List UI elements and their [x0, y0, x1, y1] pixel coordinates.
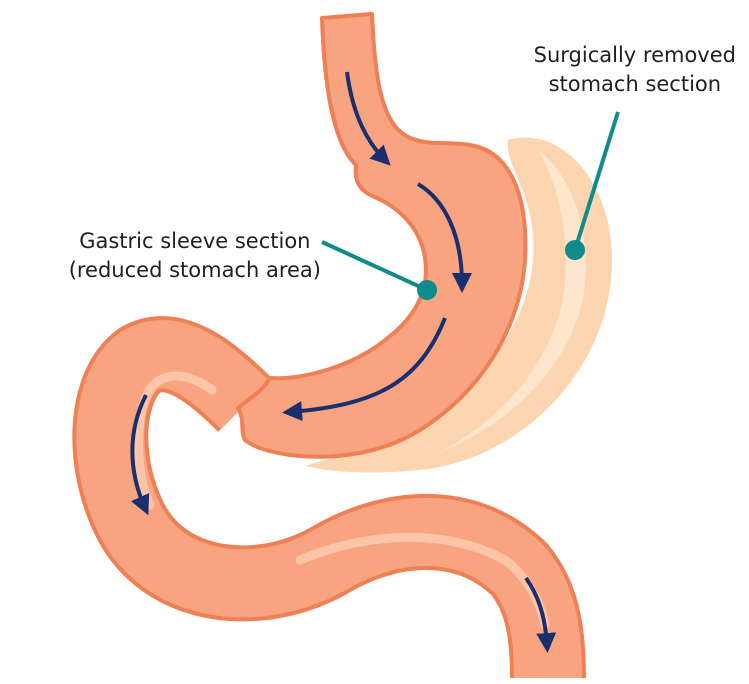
dot-marker-icon	[565, 240, 585, 260]
sleeve-section-label-line2: (reduced stomach area)	[69, 256, 321, 285]
dot-marker-icon	[417, 280, 437, 300]
sleeve-section-label-line1: Gastric sleeve section	[69, 227, 321, 256]
removed-section-label: Surgically removed stomach section	[534, 41, 736, 99]
remaining-stomach	[110, 14, 548, 678]
removed-section-label-line1: Surgically removed	[534, 41, 736, 70]
callout-line-sleeve	[322, 242, 427, 290]
removed-section-label-line2: stomach section	[534, 70, 736, 99]
sleeve-section-label: Gastric sleeve section (reduced stomach …	[69, 227, 321, 285]
